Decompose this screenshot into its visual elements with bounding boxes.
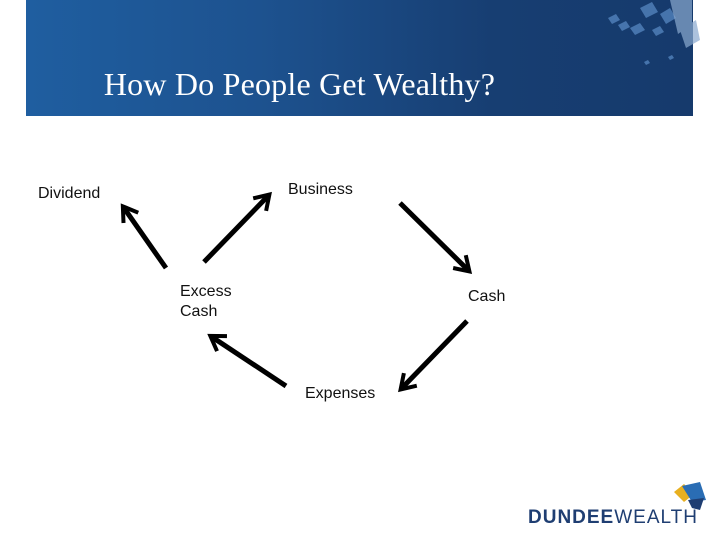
arrow-business-to-cash <box>398 201 473 274</box>
decorative-squares-graphic <box>608 0 700 65</box>
brand-wordmark: DUNDEEWEALTH <box>528 507 698 529</box>
arrow-excess-cash-to-dividend <box>120 203 169 270</box>
dundee-wealth-logo-icon <box>674 482 706 510</box>
arrow-excess-cash-to-business <box>202 191 272 264</box>
node-dividend: Dividend <box>38 185 101 202</box>
arrow-cash-to-expenses <box>398 319 469 393</box>
node-excess-cash: Excess Cash <box>180 283 232 320</box>
brand-light: WEALTH <box>614 507 698 528</box>
arrow-expenses-to-excess-cash <box>207 333 288 389</box>
title-banner: How Do People Get Wealthy? <box>26 0 693 116</box>
node-expenses: Expenses <box>305 385 376 402</box>
slide-title: How Do People Get Wealthy? <box>103 66 496 102</box>
node-cash: Cash <box>468 288 506 305</box>
node-business: Business <box>288 181 353 198</box>
brand-bold: DUNDEE <box>528 507 615 528</box>
